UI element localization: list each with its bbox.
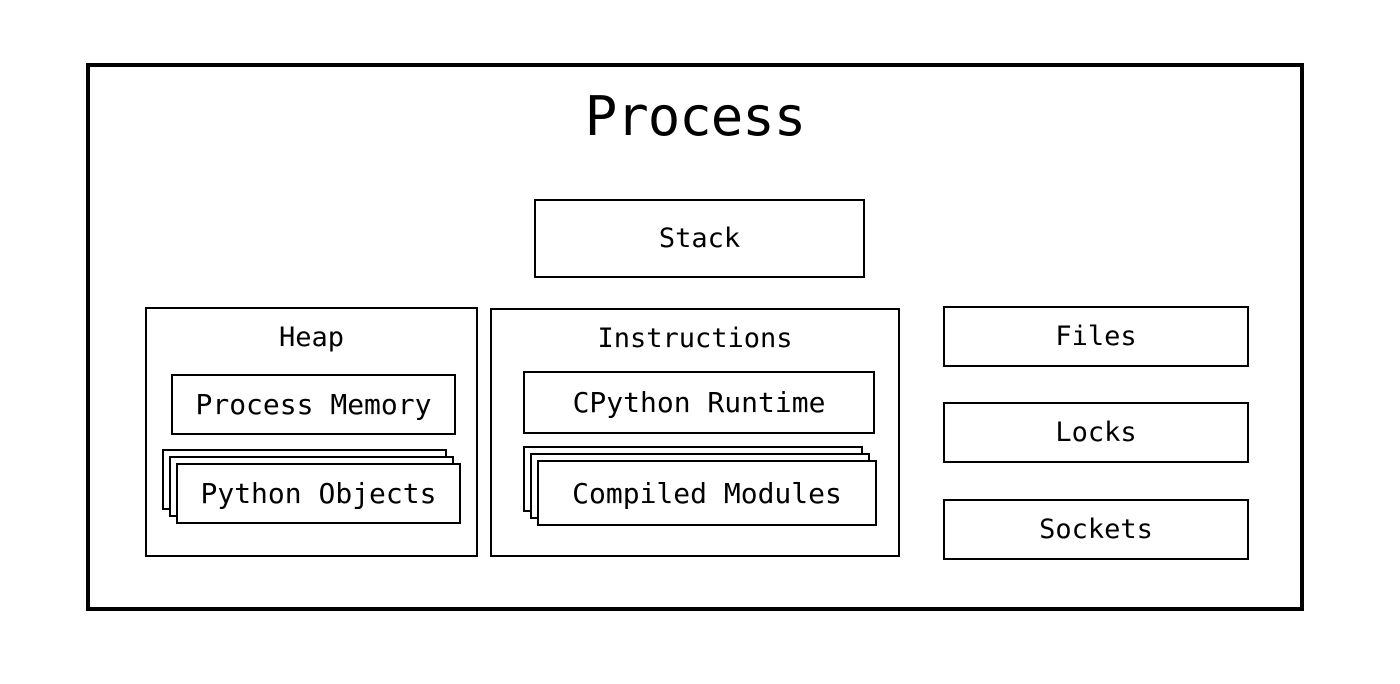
sockets-box: Sockets <box>943 499 1249 560</box>
stack-box: Stack <box>534 199 865 278</box>
python-objects-stack: Python Objects <box>162 449 461 524</box>
heap-box: Heap Process Memory Python Objects <box>145 307 478 557</box>
process-title: Process <box>584 85 807 148</box>
compiled-modules-box: Compiled Modules <box>537 460 877 526</box>
instructions-label: Instructions <box>597 323 793 354</box>
process-memory-box: Process Memory <box>171 374 456 435</box>
instructions-box: Instructions CPython Runtime Compiled Mo… <box>490 308 900 557</box>
python-objects-box: Python Objects <box>176 463 461 524</box>
heap-label: Heap <box>278 322 345 353</box>
cpython-runtime-box: CPython Runtime <box>523 371 875 434</box>
process-container: Process Stack Heap Process Memory Python… <box>86 63 1304 611</box>
files-box: Files <box>943 306 1249 367</box>
locks-box: Locks <box>943 402 1249 463</box>
compiled-modules-stack: Compiled Modules <box>523 446 877 526</box>
